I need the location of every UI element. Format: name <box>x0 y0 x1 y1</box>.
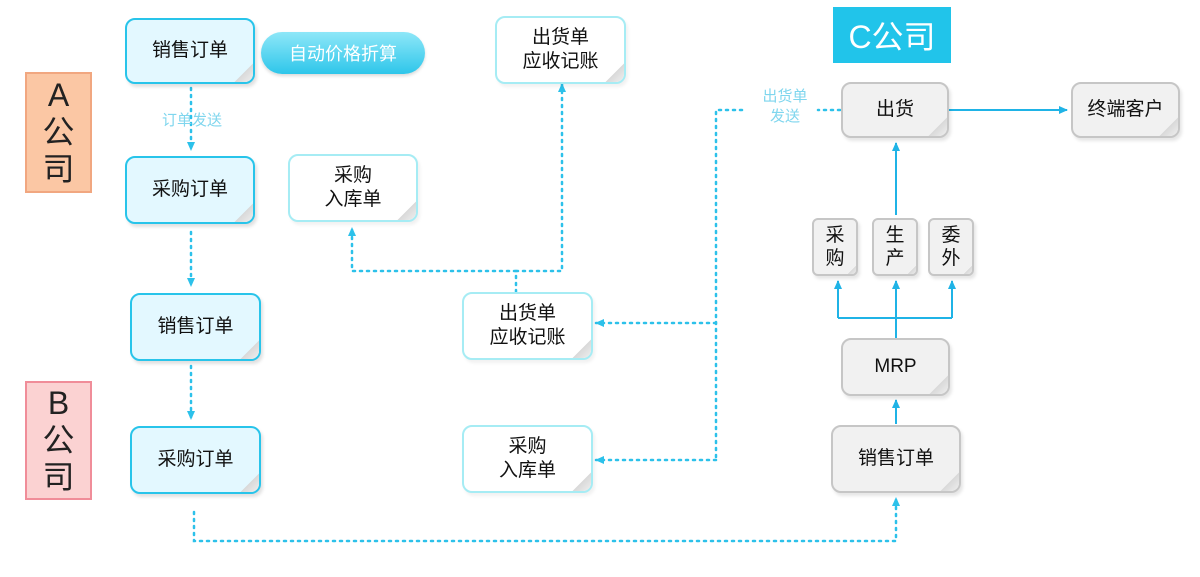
c-mrp-to-options-connector <box>838 317 952 338</box>
c-ship-send-connector <box>714 108 842 462</box>
order-send-label: 订单发送 <box>161 112 222 129</box>
b-shipping-to-a-receipt-connector <box>348 226 518 294</box>
auto-price-conversion-badge: 自动价格折算 <box>261 32 425 74</box>
ship-send-label: 出货单 发送 <box>762 88 808 125</box>
a-purchase-order-node: 采购订单 <box>125 156 255 224</box>
c-outsource-node: 委 外 <box>928 218 974 276</box>
a-sales-order-node: 销售订单 <box>125 18 255 84</box>
c-end-customer-node: 终端客户 <box>1071 82 1180 138</box>
b-purchase-order-node: 采购订单 <box>130 426 261 494</box>
b-shipping-receivable-node: 出货单 应收记账 <box>462 292 593 360</box>
company-c-label: C公司 <box>833 7 951 63</box>
a-purchase-receipt-node: 采购 入库单 <box>288 154 418 222</box>
b-purchase-receipt-node: 采购 入库单 <box>462 425 593 493</box>
c-ship-node: 出货 <box>841 82 949 138</box>
b-sales-order-node: 销售订单 <box>130 293 261 361</box>
c-produce-node: 生 产 <box>872 218 918 276</box>
b-purchase-to-c-sales-connector <box>192 496 900 543</box>
b-shipping-to-a-shipping-connector <box>514 82 566 273</box>
c-procure-node: 采 购 <box>812 218 858 276</box>
c-sales-order-node: 销售订单 <box>831 425 961 493</box>
a-shipping-receivable-node: 出货单 应收记账 <box>495 16 626 84</box>
c-mrp-node: MRP <box>841 338 950 396</box>
